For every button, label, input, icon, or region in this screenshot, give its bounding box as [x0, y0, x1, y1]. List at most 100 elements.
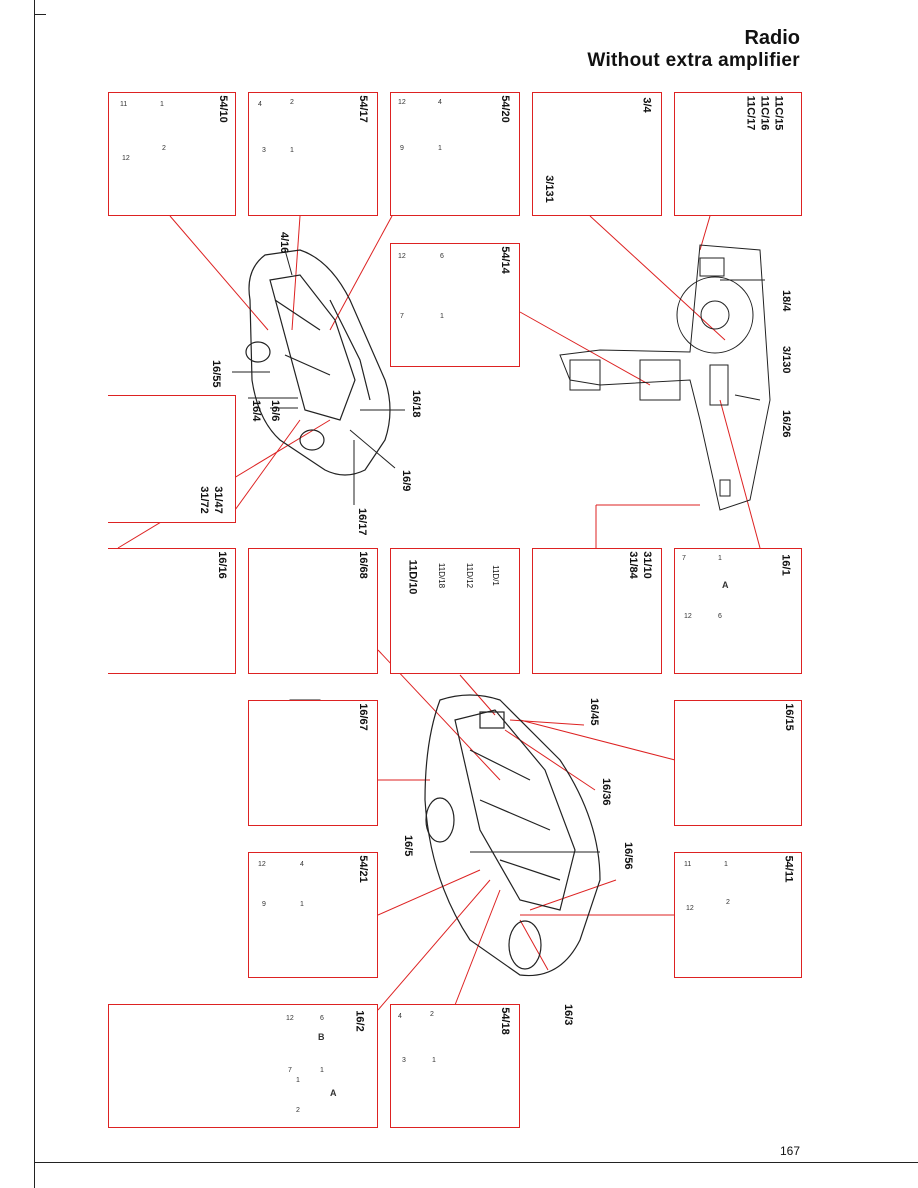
pin-16-2-A: A — [330, 1088, 337, 1098]
panel-54-18: 54/18 — [390, 1004, 520, 1128]
leader-4-16 — [284, 249, 293, 276]
callout-16-55: 16/55 — [210, 360, 222, 388]
pin-54-18-1: 1 — [432, 1057, 436, 1064]
callout-16-26: 16/26 — [780, 410, 792, 438]
leader-54-18 — [454, 889, 501, 1006]
pin-16-1-1: 1 — [718, 555, 722, 562]
car-upper-drawing — [245, 249, 391, 476]
panel-16-16: 16/16 — [108, 548, 236, 674]
leader-11c — [699, 215, 711, 251]
leader-54-17 — [291, 215, 301, 331]
panel-54-20: 54/20 — [390, 92, 520, 216]
panel-31-47: 31/47 31/72 — [108, 395, 236, 523]
pin-54-10-1: 1 — [160, 101, 164, 108]
leader-16-56 — [529, 879, 617, 911]
panel-16-1: 16/1 — [674, 548, 802, 674]
dashboard-drawing — [559, 244, 771, 511]
panel-16-68: 16/68 — [248, 548, 378, 674]
leader-16-9 — [349, 429, 396, 469]
pin-16-1-6: 6 — [718, 613, 722, 620]
pin-54-20-9: 9 — [400, 145, 404, 152]
leader-3-4 — [589, 215, 726, 341]
panel-3-4: 3/4 3/131 — [532, 92, 662, 216]
callout-16-9: 16/9 — [400, 470, 412, 492]
callout-16-4: 16/4 — [250, 400, 262, 422]
pin-54-20-4: 4 — [438, 99, 442, 106]
car-lower-drawing — [424, 694, 601, 977]
panel-54-10: 54/10 — [108, 92, 236, 216]
pin-54-18-3: 3 — [402, 1057, 406, 1064]
leader-16-1 — [719, 399, 761, 549]
panel-54-21: 54/21 — [248, 852, 378, 978]
panel-54-11: 54/11 — [674, 852, 802, 978]
leader-16-3 — [519, 919, 549, 971]
pin-16-1-A: A — [722, 580, 729, 590]
pin-54-11-11: 11 — [684, 861, 691, 868]
panel-16-15: 16/15 — [674, 700, 802, 826]
pin-54-21-4: 4 — [300, 861, 304, 868]
page-frame-bottom — [34, 1162, 918, 1163]
callout-16-36: 16/36 — [600, 778, 612, 806]
panel-54-14: 54/14 — [390, 243, 520, 367]
leader-16-2 — [377, 879, 491, 1011]
callout-16-5: 16/5 — [402, 835, 414, 857]
pin-54-14-12: 12 — [398, 253, 406, 260]
panel-16-67: 16/67 — [248, 700, 378, 826]
pin-54-17-4: 4 — [258, 101, 262, 108]
leader-54-21 — [377, 869, 481, 916]
pin-54-17-2: 2 — [290, 99, 294, 106]
panel-31-10: 31/10 31/84 — [532, 548, 662, 674]
pin-16-2-6: 6 — [320, 1015, 324, 1022]
callout-16-3: 16/3 — [562, 1004, 574, 1026]
leader-54-10 — [169, 215, 269, 331]
leader-54-20 — [329, 215, 393, 331]
callout-18-4: 18/4 — [780, 290, 792, 312]
callout-16-18: 16/18 — [410, 390, 422, 418]
leader-31-47 — [234, 419, 301, 511]
page-frame-left — [34, 0, 35, 1188]
pin-54-10-2: 2 — [162, 145, 166, 152]
callout-16-17: 16/17 — [356, 508, 368, 536]
pin-54-21-1: 1 — [300, 901, 304, 908]
callout-3-130: 3/130 — [780, 346, 792, 374]
pin-54-17-1: 1 — [290, 147, 294, 154]
pin-54-10-11: 11 — [120, 101, 127, 108]
pin-16-2-1b: 1 — [296, 1077, 300, 1084]
leader-16-15 — [519, 719, 676, 761]
pin-54-14-7: 7 — [400, 313, 404, 320]
panel-16-2: 16/2 — [108, 1004, 378, 1128]
callout-4-16: 4/16 — [278, 232, 290, 254]
page-subtitle: Without extra amplifier — [587, 50, 800, 71]
pin-16-2-B: B — [318, 1032, 325, 1042]
pin-54-18-2: 2 — [430, 1011, 434, 1018]
pin-54-17-3: 3 — [262, 147, 266, 154]
pin-54-11-12: 12 — [686, 905, 694, 912]
pin-54-21-12: 12 — [258, 861, 266, 868]
pin-54-10-12: 12 — [122, 155, 130, 162]
pin-54-11-1: 1 — [724, 861, 728, 868]
panel-11d: 11D/1 11D/12 11D/18 11D/10 — [390, 548, 520, 674]
leader-16-26 — [734, 394, 761, 401]
pin-54-21-9: 9 — [262, 901, 266, 908]
pin-54-20-12: 12 — [398, 99, 406, 106]
page-number: 167 — [780, 1144, 801, 1158]
pin-54-14-6: 6 — [440, 253, 444, 260]
pin-54-14-1: 1 — [440, 313, 444, 320]
pin-16-1-7: 7 — [682, 555, 686, 562]
page-title-block: Radio Without extra amplifier — [587, 26, 800, 72]
callout-16-56: 16/56 — [622, 842, 634, 870]
pin-16-2-1: 1 — [320, 1067, 324, 1074]
pin-16-2-2: 2 — [296, 1107, 300, 1114]
pin-54-20-1: 1 — [438, 145, 442, 152]
page-title: Radio — [744, 27, 800, 49]
page-frame-tick — [34, 14, 46, 15]
leader-54-14 — [519, 311, 651, 386]
panel-11c: 11C/15 11C/16 11C/17 — [674, 92, 802, 216]
callout-16-45: 16/45 — [588, 698, 600, 726]
panel-54-17: 54/17 — [248, 92, 378, 216]
pin-16-2-7: 7 — [288, 1067, 292, 1074]
leader-16-45 — [509, 719, 585, 726]
pin-16-2-12: 12 — [286, 1015, 294, 1022]
pin-54-11-2: 2 — [726, 899, 730, 906]
